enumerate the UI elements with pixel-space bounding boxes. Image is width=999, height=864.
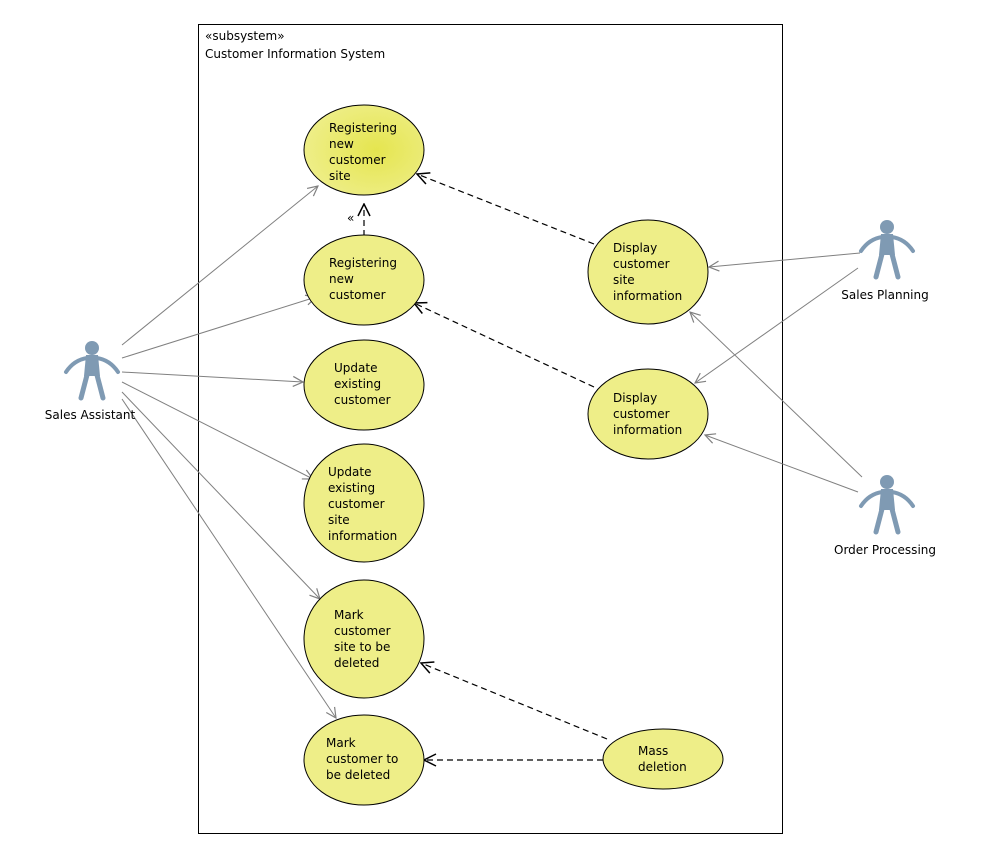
subsystem-name: Customer Information System xyxy=(205,47,385,61)
actor-sales-assistant[interactable]: Sales Assistant xyxy=(45,341,136,422)
use-case-label-line: Mass xyxy=(638,744,668,758)
dependencies xyxy=(364,174,608,760)
assoc-sa-reg-site xyxy=(121,186,318,346)
svg-text:Mark customer to b: Mark customer to be deleted xyxy=(326,736,402,782)
actor-figure-icon xyxy=(859,475,915,535)
assoc-sa-mark-site xyxy=(121,391,320,599)
use-case-ellipse[interactable] xyxy=(303,443,425,563)
use-case-ellipse[interactable] xyxy=(303,714,425,806)
use-case-label-line: customer xyxy=(329,288,386,302)
use-case-label-line: site to be xyxy=(334,640,390,654)
use-case-label-line: customer xyxy=(329,153,386,167)
use-case-label-line: Display xyxy=(613,391,657,405)
svg-text:Update existing cu: Update existing customer xyxy=(334,361,391,407)
use-case-mass-deletion[interactable]: Mass deletion xyxy=(602,728,724,790)
assoc-sp-display-customer xyxy=(695,267,859,383)
use-case-label-line: customer xyxy=(613,257,670,271)
use-case-label-line: information xyxy=(613,423,682,437)
use-case-label-line: new xyxy=(329,137,354,151)
svg-text:Update existing cu: Update existing customer site informatio… xyxy=(328,465,397,543)
other-actor-associations xyxy=(690,252,863,493)
use-case-ellipse[interactable] xyxy=(303,104,425,196)
subsystem-stereotype: «subsystem» xyxy=(205,29,285,43)
use-case-label-line: be deleted xyxy=(326,768,390,782)
sales-assistant-associations xyxy=(121,186,336,718)
use-case-update-customer[interactable]: Update existing customer xyxy=(303,339,425,431)
use-case-ellipse[interactable] xyxy=(587,368,709,460)
use-case-mark-customer[interactable]: Mark customer to be deleted xyxy=(303,714,425,806)
use-case-label-line: customer xyxy=(334,624,391,638)
use-case-label-line: Update xyxy=(328,465,371,479)
use-case-label-line: customer to xyxy=(326,752,398,766)
assoc-sa-reg-customer xyxy=(121,297,316,359)
use-case-label-line: information xyxy=(613,289,682,303)
actor-figure-icon xyxy=(64,341,120,401)
svg-text:Registering new cu: Registering new customer site xyxy=(329,121,401,183)
use-case-label-line: new xyxy=(329,272,354,286)
assoc-op-display-site xyxy=(690,312,863,478)
use-case-ellipse[interactable] xyxy=(602,728,724,790)
use-case-label-line: existing xyxy=(328,481,375,495)
dependency-stereotype-fragment: « xyxy=(347,211,354,225)
svg-text:Mass deletion: Mass deletion xyxy=(638,744,687,774)
use-case-label-line: site xyxy=(329,169,351,183)
assoc-sa-update-site xyxy=(121,381,313,479)
actor-label: Sales Assistant xyxy=(45,408,136,422)
use-case-label-line: deletion xyxy=(638,760,687,774)
use-case-label-line: Update xyxy=(334,361,377,375)
use-case-label-line: site xyxy=(613,273,635,287)
assoc-op-display-customer xyxy=(705,435,859,493)
use-case-ellipse[interactable] xyxy=(303,579,425,699)
use-case-label-line: information xyxy=(328,529,397,543)
use-case-label-line: Registering xyxy=(329,121,397,135)
svg-text:Registering new cu: Registering new customer xyxy=(329,256,401,302)
dep-display-site-reg-site xyxy=(417,174,595,245)
dep-mass-mark-site xyxy=(421,663,608,740)
actor-figure-icon xyxy=(859,220,915,280)
svg-text:Mark customer site: Mark customer site to be deleted xyxy=(334,608,394,670)
use-case-label-line: Mark xyxy=(334,608,364,622)
use-case-display-customer[interactable]: Display customer information xyxy=(587,368,709,460)
use-case-ellipse[interactable] xyxy=(587,219,709,325)
actor-label: Order Processing xyxy=(834,543,936,557)
use-case-label-line: Registering xyxy=(329,256,397,270)
use-case-ellipse[interactable] xyxy=(303,339,425,431)
use-case-label-line: Mark xyxy=(326,736,356,750)
actor-label: Sales Planning xyxy=(841,288,928,302)
actor-order-processing[interactable]: Order Processing xyxy=(834,475,936,557)
svg-text:Display customer i: Display customer information xyxy=(613,391,682,437)
assoc-sa-mark-customer xyxy=(121,398,336,718)
use-case-label-line: existing xyxy=(334,377,381,391)
use-case-ellipse[interactable] xyxy=(303,234,425,326)
use-case-label-line: customer xyxy=(334,393,391,407)
actor-sales-planning[interactable]: Sales Planning xyxy=(841,220,929,302)
use-case-update-site[interactable]: Update existing customer site informatio… xyxy=(303,443,425,563)
use-case-display-site[interactable]: Display customer site information xyxy=(587,219,709,325)
use-case-label-line: Display xyxy=(613,241,657,255)
use-case-reg-site[interactable]: Registering new customer site xyxy=(303,104,425,196)
use-case-label-line: site xyxy=(328,513,350,527)
dep-display-customer-reg-customer xyxy=(414,303,595,388)
use-case-label-line: customer xyxy=(613,407,670,421)
use-case-mark-site[interactable]: Mark customer site to be deleted xyxy=(303,579,425,699)
use-case-reg-customer[interactable]: Registering new customer xyxy=(303,234,425,326)
use-case-label-line: customer xyxy=(328,497,385,511)
use-case-label-line: deleted xyxy=(334,656,379,670)
assoc-sp-display-site xyxy=(709,252,861,267)
assoc-sa-update-customer xyxy=(121,371,303,382)
svg-text:Display customer s: Display customer site information xyxy=(613,241,682,303)
